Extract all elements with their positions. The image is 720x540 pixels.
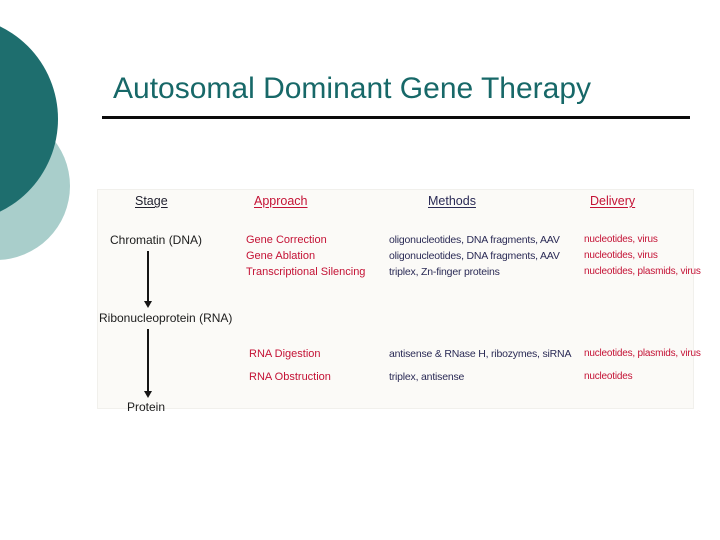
delivery-cell: nucleotides, virus [584, 234, 658, 245]
approach-cell: Transcriptional Silencing [246, 266, 366, 278]
delivery-cell: nucleotides, plasmids, virus [584, 266, 701, 277]
methods-cell: triplex, Zn-finger proteins [389, 266, 500, 278]
down-arrow-icon [144, 251, 152, 308]
stage-label-ribonucleoprotein-rna: Ribonucleoprotein (RNA) [99, 311, 233, 325]
methods-cell: triplex, antisense [389, 371, 465, 383]
delivery-cell: nucleotides, virus [584, 250, 658, 261]
down-arrow-icon [144, 329, 152, 398]
approach-cell: Gene Ablation [246, 250, 316, 262]
title-underline-rule [102, 116, 690, 119]
stage-label-chromatin-dna: Chromatin (DNA) [110, 233, 203, 247]
approach-cell: RNA Digestion [249, 348, 321, 360]
approach-cell: RNA Obstruction [249, 371, 331, 383]
delivery-cell: nucleotides [584, 371, 633, 382]
slide-title: Autosomal Dominant Gene Therapy [113, 72, 592, 105]
column-header-delivery: Delivery [590, 194, 636, 208]
gene-therapy-diagram: Stage Approach Methods Delivery Chromati… [97, 189, 701, 414]
delivery-cell: nucleotides, plasmids, virus [584, 348, 701, 359]
methods-cell: oligonucleotides, DNA fragments, AAV [389, 234, 560, 246]
methods-cell: oligonucleotides, DNA fragments, AAV [389, 250, 560, 262]
column-header-methods: Methods [428, 194, 476, 208]
approach-cell: Gene Correction [246, 234, 327, 246]
column-header-stage: Stage [135, 194, 168, 208]
column-header-approach: Approach [254, 194, 308, 208]
methods-cell: antisense & RNase H, ribozymes, siRNA [389, 348, 572, 360]
stage-label-protein: Protein [127, 400, 166, 414]
